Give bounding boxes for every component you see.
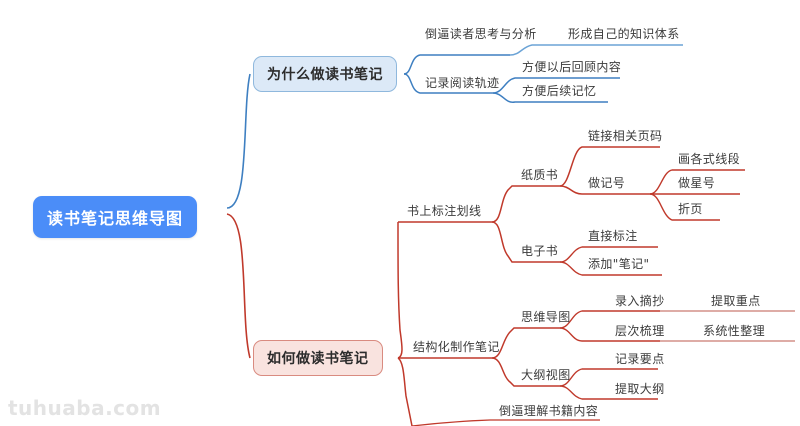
node-why-track-review[interactable]: 方便以后回顾内容 xyxy=(522,60,622,74)
node-how-mark-ebook[interactable]: 电子书 xyxy=(521,244,559,258)
node-sign-draw-lines[interactable]: 画各式线段 xyxy=(678,152,741,166)
branch-node-how[interactable]: 如何做读书笔记 xyxy=(253,340,383,376)
node-structured-outline[interactable]: 大纲视图 xyxy=(521,368,571,382)
node-mindmap-extract-key[interactable]: 提取重点 xyxy=(711,294,761,308)
node-paper-link-page[interactable]: 链接相关页码 xyxy=(588,129,663,143)
node-outline-extract[interactable]: 提取大纲 xyxy=(615,382,665,396)
node-how-structured[interactable]: 结构化制作笔记 xyxy=(413,340,500,354)
node-how-mark-paper[interactable]: 纸质书 xyxy=(521,168,559,182)
node-sign-fold-page[interactable]: 折页 xyxy=(678,202,703,216)
node-structured-mindmap[interactable]: 思维导图 xyxy=(521,310,571,324)
node-how-mark[interactable]: 书上标注划线 xyxy=(407,204,482,218)
root-node[interactable]: 读书笔记思维导图 xyxy=(33,196,198,238)
node-mindmap-systematic[interactable]: 系统性整理 xyxy=(703,324,766,338)
node-sign-star[interactable]: 做星号 xyxy=(678,176,716,190)
watermark: tuhuaba.com xyxy=(8,396,162,420)
node-paper-make-sign[interactable]: 做记号 xyxy=(588,176,626,190)
node-mindmap-layering[interactable]: 层次梳理 xyxy=(615,324,665,338)
node-outline-record-points[interactable]: 记录要点 xyxy=(615,352,665,366)
node-why-think-knowledge-system[interactable]: 形成自己的知识体系 xyxy=(568,27,680,41)
node-mindmap-excerpt[interactable]: 录入摘抄 xyxy=(615,294,665,308)
node-why-track[interactable]: 记录阅读轨迹 xyxy=(425,76,500,90)
node-ebook-add-note[interactable]: 添加"笔记" xyxy=(588,257,650,271)
node-why-think[interactable]: 倒逼读者思考与分析 xyxy=(425,27,537,41)
branch-node-why[interactable]: 为什么做读书笔记 xyxy=(253,56,397,92)
node-ebook-direct-mark[interactable]: 直接标注 xyxy=(588,229,638,243)
node-how-understand-book[interactable]: 倒逼理解书籍内容 xyxy=(499,404,599,418)
node-why-track-memory[interactable]: 方便后续记忆 xyxy=(522,84,597,98)
